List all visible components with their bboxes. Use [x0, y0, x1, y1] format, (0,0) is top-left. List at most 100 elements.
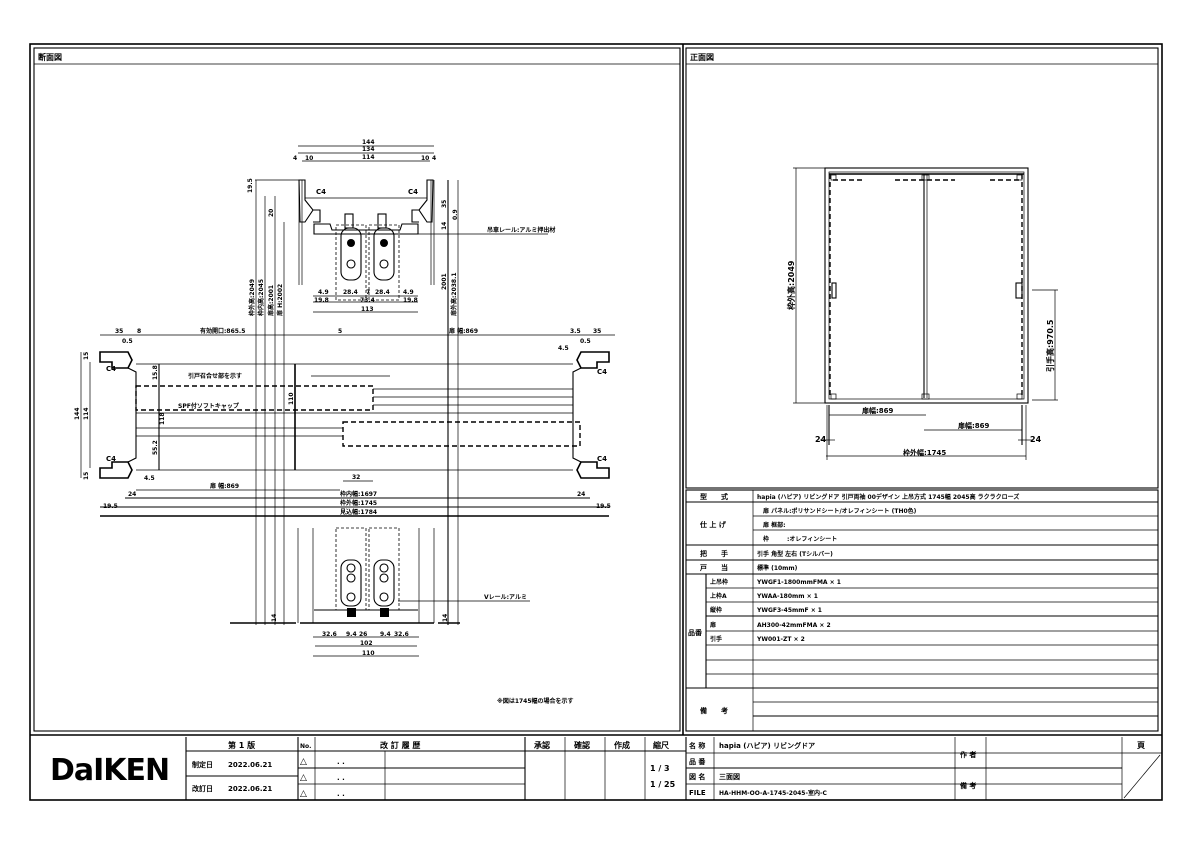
spec-label-handle: 把 手: [700, 549, 728, 558]
dimension-label: 3.5: [570, 328, 581, 335]
dimension-label: 19.5: [103, 503, 118, 510]
height-dimension-lines: 枠外高:2049 枠内高:2045 扉高:2001 扉 H:2002 2001 …: [248, 180, 459, 625]
dimension-label: 確認: [574, 740, 590, 750]
dimension-label: AH300-42mmFMA × 2: [757, 622, 831, 629]
dimension-label: 5: [338, 328, 342, 335]
dimension-label: 144: [362, 139, 375, 146]
dimension-label: 24: [1030, 435, 1042, 444]
dimension-label: 縦枠: [710, 606, 722, 614]
dimension-label: 32.6: [394, 631, 409, 638]
dimension-label: 備 考: [960, 781, 976, 790]
dimension-label: YWAA-180mm × 1: [756, 593, 818, 600]
dimension-label: 19.8: [403, 297, 418, 304]
dimension-label: 2001: [441, 273, 448, 290]
dimension-label: 改 訂 履 歴: [380, 740, 420, 750]
dimension-label: 制定日: [192, 760, 213, 769]
dimension-label: 第 1 版: [228, 740, 255, 750]
file-name: HA-HHM-OO-A-1745-2045-室内-C: [719, 789, 827, 797]
plan-section-detail: 35 8 0.5 有効開口:865.5 5 扉 幅:869 3.5 35 0.5…: [74, 327, 615, 517]
frame-width-dim: 枠外幅:1745: [903, 448, 946, 457]
handle-left: [831, 282, 837, 299]
dimension-label: 26: [359, 631, 367, 638]
frame-height-dim: 枠外高:2049: [786, 260, 796, 311]
front-elevation: 枠外高:2049 引手高:970.5 扉幅:869 扉幅:869 24 24 枠…: [786, 167, 1058, 460]
spec-table: 型 式 hapia (ハピア) リビングドア 引戸両袖 00デザイン 上吊方式 …: [685, 489, 1159, 732]
dimension-label: C4: [106, 365, 116, 373]
dimension-label: 扉 幅:869: [448, 327, 478, 335]
dimension-label: 扉外高:2038.1: [450, 272, 458, 317]
dimension-label: 14: [441, 222, 448, 230]
dimension-label: 作 者: [960, 750, 976, 759]
remarks-label: 備 考: [700, 706, 728, 715]
dimension-label: 24: [128, 491, 136, 498]
dimension-label: 扉 幅:869: [209, 482, 239, 490]
sheet-border: [29, 43, 1163, 801]
dimension-label: 28.4: [375, 289, 390, 296]
dimension-label: 10: [305, 155, 313, 162]
dimension-label: 32: [352, 474, 360, 481]
dimension-label: 引手 角型 左右 (Tシルバー): [757, 550, 833, 558]
door-width-left-dim: 扉幅:869: [861, 406, 894, 415]
dimension-label: 改訂日: [192, 784, 213, 793]
dimension-label: 枠外高:2049: [248, 279, 256, 316]
dimension-label: No.: [300, 743, 311, 750]
dimension-label: 9.4: [346, 631, 357, 638]
dimension-label: 19.5: [247, 178, 254, 193]
dimension-label: 118: [159, 412, 166, 425]
dimension-label: 35: [441, 200, 448, 208]
dimension-label: 134: [362, 146, 375, 153]
dimension-label: 0.9: [452, 209, 459, 220]
dimension-label: 図 名: [689, 772, 705, 781]
dimension-label: C4: [597, 455, 607, 463]
dimension-label: YWGF1-1800mmFMA × 1: [756, 579, 841, 586]
dimension-label: 35: [593, 328, 601, 335]
dimension-label: 28.4: [343, 289, 358, 296]
dimension-label: 標準 (10mm): [757, 564, 798, 572]
bottom-section-detail: Vレール:アルミ 14 14 32.6 9.4 26 9.4 32.6 102 …: [230, 527, 574, 705]
dimension-label: 110: [362, 650, 375, 657]
dimension-label: 縮尺: [653, 740, 669, 750]
dimension-label: . .: [337, 774, 345, 782]
dimension-label: 4.5: [144, 475, 155, 482]
dimension-label: 15: [83, 352, 90, 360]
dimension-label: 有効開口:865.5: [200, 327, 245, 335]
dimension-label: 頁: [1137, 741, 1145, 750]
dimension-label: YW001-ZT × 2: [756, 636, 805, 643]
dimension-label: 上枠A: [710, 592, 727, 600]
dimension-label: 引手: [710, 635, 722, 643]
door-width-right-dim: 扉幅:869: [957, 421, 990, 430]
dimension-label: 144: [74, 407, 81, 420]
spec-label-model: 型 式: [700, 492, 728, 501]
dimension-label: 35: [115, 328, 123, 335]
daiken-logo: DaIKEN: [50, 753, 169, 788]
dimension-label: 102: [360, 640, 373, 647]
product-name: hapia (ハピア) リビングドア: [719, 741, 815, 750]
spec-label-finish: 仕 上 げ: [699, 520, 727, 529]
front-view-title: 正面図: [690, 53, 714, 62]
dimension-label: 扉高:2001: [267, 285, 275, 317]
dimension-label: 55.2: [152, 440, 159, 455]
dimension-label: 4.5: [558, 345, 569, 352]
dimension-label: 20: [268, 209, 275, 217]
dimension-label: 15: [83, 472, 90, 480]
dimension-label: 2022.06.21: [228, 761, 272, 769]
dimension-label: . .: [337, 758, 345, 766]
dimension-label: 7: [366, 289, 370, 296]
rail-note: 吊車レール:アルミ押出材: [487, 226, 555, 234]
drawing-name: 三面図: [719, 772, 740, 781]
spec-value-model: hapia (ハピア) リビングドア 引戸両袖 00デザイン 上吊方式 1745…: [757, 493, 1019, 501]
dimension-label: C4: [316, 188, 326, 196]
dimension-label: 114: [83, 407, 90, 420]
dimension-label: 10: [421, 155, 429, 162]
dimension-label: 0.5: [580, 338, 591, 345]
dimension-label: 上吊枠: [710, 578, 728, 586]
dimension-label: 4.9: [318, 289, 329, 296]
scale-section: 1 / 3: [650, 764, 670, 773]
section-view-title: 断面図: [38, 52, 62, 62]
dimension-label: C4: [106, 455, 116, 463]
dimension-label: 24: [577, 491, 585, 498]
dimension-label: 枠内高:2045: [257, 279, 265, 316]
dimension-label: 14: [442, 614, 449, 622]
dimension-label: 枠 :オレフィンシート: [763, 535, 837, 543]
dimension-label: C4: [597, 368, 607, 376]
